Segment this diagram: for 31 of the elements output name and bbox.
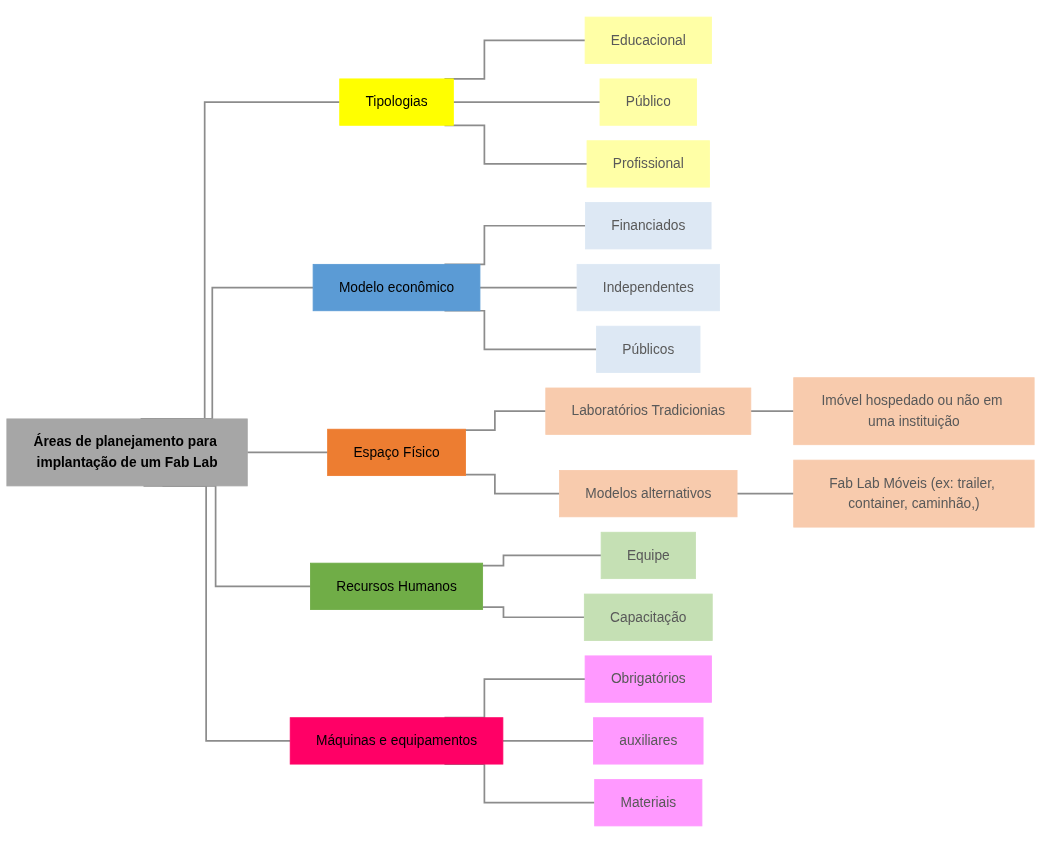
connector xyxy=(479,286,578,289)
node-box: Áreas de planejamento para implantação de um Fab Lab xyxy=(6,418,248,487)
connector xyxy=(502,740,595,742)
node-box: Tipologias xyxy=(339,78,454,126)
node-box: Independentes xyxy=(576,263,720,312)
node-box: Financiados xyxy=(585,202,712,250)
node-box: Público xyxy=(599,78,697,126)
connector xyxy=(464,473,561,495)
node-box: auxiliares xyxy=(593,717,704,765)
node-box: Recursos Humanos xyxy=(310,562,484,610)
connector xyxy=(246,451,329,454)
node-box: Capacitação xyxy=(583,593,713,641)
node-box: Modelos alternativos xyxy=(559,470,738,518)
node-box: Laboratórios Tradicionias xyxy=(545,387,752,435)
node-box: Modelo econômico xyxy=(312,263,481,312)
node-box: Imóvel hospedado ou não em uma instituição xyxy=(793,377,1035,446)
node-box: Públicos xyxy=(596,325,701,373)
connector xyxy=(749,410,795,413)
node-box: Espaço Físico xyxy=(327,428,466,476)
connector xyxy=(481,606,586,619)
connector xyxy=(452,101,601,103)
connector xyxy=(736,492,795,495)
connector xyxy=(481,554,602,567)
node-box: Obrigatórios xyxy=(584,655,712,703)
node-box: Fab Lab Móveis (ex: trailer, container, caminhão,) xyxy=(793,459,1035,528)
node-box: Educacional xyxy=(584,16,712,64)
node-box: Máquinas e equipamentos xyxy=(289,717,504,765)
connector xyxy=(464,410,547,432)
node-box: Profissional xyxy=(586,140,710,188)
node-box: Materiais xyxy=(594,779,703,827)
node-box: Equipe xyxy=(600,531,696,580)
